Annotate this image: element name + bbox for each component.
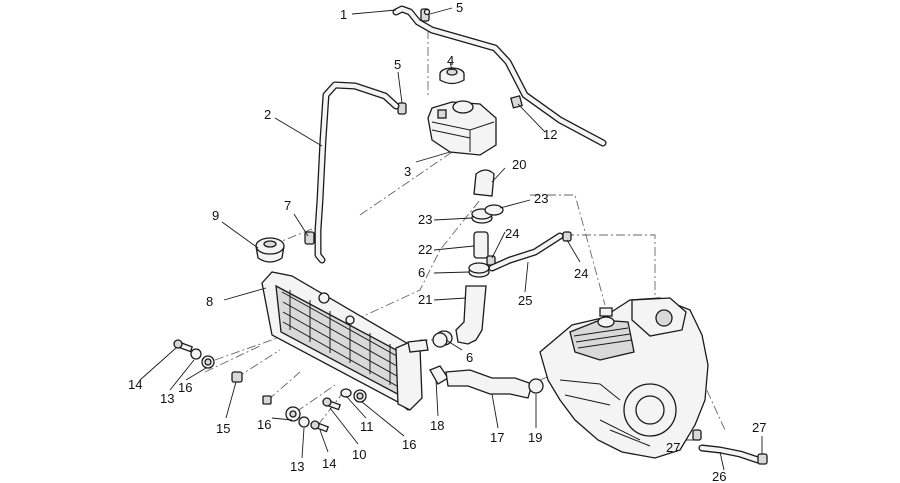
hose-clamp-23b — [484, 204, 504, 216]
hose-clamp-27a — [692, 429, 702, 441]
callout-leader-lines — [139, 7, 763, 471]
callout-5: 5 — [394, 57, 401, 72]
hose-lower-bent — [455, 285, 487, 345]
callout-6: 6 — [466, 350, 473, 365]
breather-hose — [488, 232, 564, 272]
callout-21: 21 — [418, 292, 432, 307]
bolt-14-bottom — [310, 420, 330, 433]
hose-clamp-27b — [757, 453, 768, 465]
washer-13-left — [190, 348, 202, 360]
hose-clamp-5-top — [420, 8, 431, 22]
grommet-16-bottom — [285, 406, 301, 422]
hose-fitting-18 — [429, 365, 449, 385]
callout-23: 23 — [418, 212, 432, 227]
radiator-cap — [255, 237, 285, 263]
callout-8: 8 — [206, 294, 213, 309]
callout-25: 25 — [518, 293, 532, 308]
hose-clamp-24b — [562, 231, 572, 242]
callout-19: 19 — [528, 430, 542, 445]
overflow-hose-long — [314, 81, 400, 264]
callout-3: 3 — [404, 164, 411, 179]
hose-lower-17 — [445, 369, 533, 399]
radiator — [261, 271, 429, 411]
callout-13: 13 — [160, 391, 174, 406]
callout-23: 23 — [534, 191, 548, 206]
callout-16: 16 — [257, 417, 271, 432]
callout-15: 15 — [216, 421, 230, 436]
callout-16: 16 — [402, 437, 416, 452]
callout-4: 4 — [447, 53, 454, 68]
bolt-10 — [322, 397, 342, 411]
callout-6: 6 — [418, 265, 425, 280]
callout-27: 27 — [666, 440, 680, 455]
callout-18: 18 — [430, 418, 444, 433]
callout-27: 27 — [752, 420, 766, 435]
callout-9: 9 — [212, 208, 219, 223]
grommet-16-middle — [353, 389, 367, 403]
overflow-hose-upper — [392, 5, 607, 147]
callout-17: 17 — [490, 430, 504, 445]
callout-14: 14 — [128, 377, 142, 392]
callout-20: 20 — [512, 157, 526, 172]
callout-11: 11 — [360, 419, 374, 434]
hose-clamp-6-lower — [432, 330, 453, 348]
bolt-14-left — [173, 339, 194, 353]
callout-14: 14 — [322, 456, 336, 471]
callout-7: 7 — [284, 198, 291, 213]
callout-12: 12 — [543, 127, 557, 142]
hose-clamp-6-upper — [468, 262, 490, 278]
expansion-tank-cap — [439, 67, 465, 85]
clip-15-lower — [262, 395, 272, 405]
callout-26: 26 — [712, 469, 726, 483]
washer-11 — [340, 388, 352, 398]
callout-16: 16 — [178, 380, 192, 395]
callout-labels: 1 5 4 5 2 12 3 20 9 7 23 23 24 22 6 24 8… — [128, 0, 766, 483]
callout-1: 1 — [340, 7, 347, 22]
callout-5: 5 — [456, 0, 463, 15]
washer-13-bottom — [298, 416, 310, 428]
callout-10: 10 — [352, 447, 366, 462]
hose-clamp-19 — [528, 378, 544, 394]
hose-upper-elbow — [473, 169, 495, 197]
callout-2: 2 — [264, 107, 271, 122]
clip-15-upper — [231, 371, 243, 383]
callout-24: 24 — [574, 266, 588, 281]
bypass-hose-26 — [698, 444, 762, 464]
callout-13: 13 — [290, 459, 304, 474]
callout-22: 22 — [418, 242, 432, 257]
grommet-16-left — [201, 355, 215, 369]
callout-24: 24 — [505, 226, 519, 241]
hose-short-tube — [473, 231, 489, 259]
engine-block — [539, 297, 709, 459]
expansion-tank — [427, 100, 497, 156]
